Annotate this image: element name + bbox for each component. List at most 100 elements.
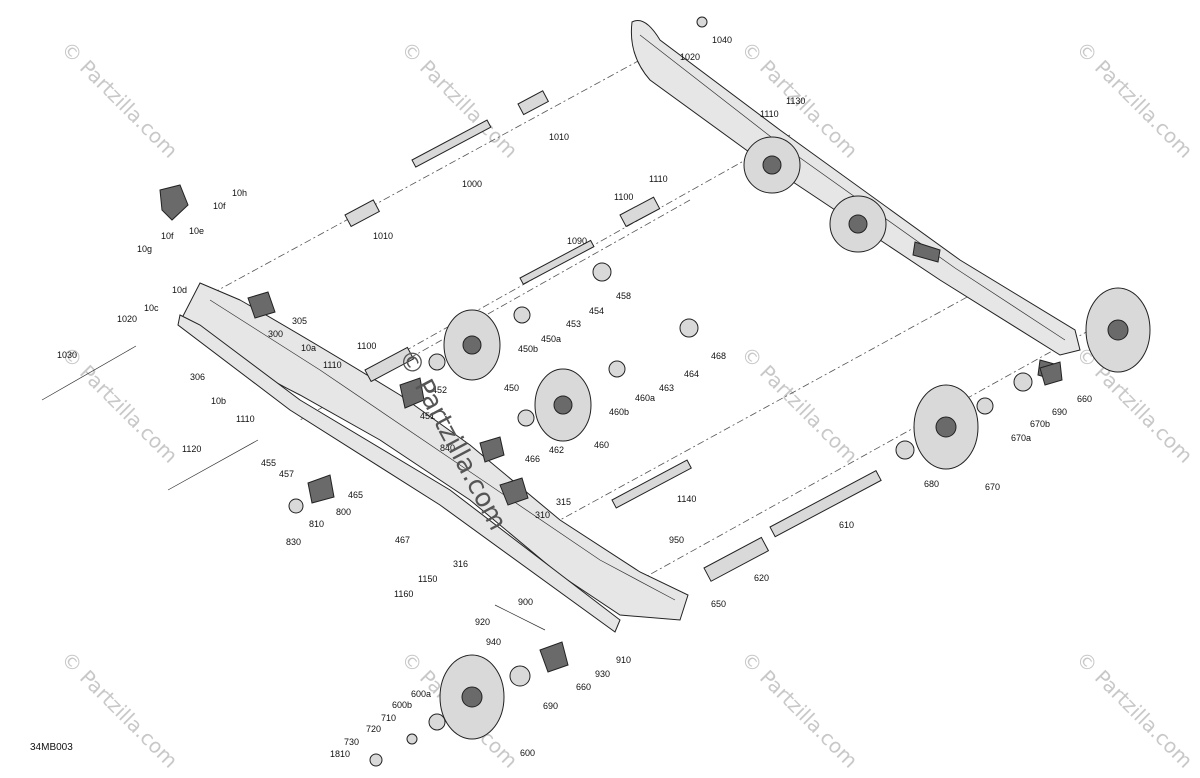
part-label: 930	[595, 669, 610, 679]
part-label: 1110	[323, 360, 342, 370]
part-label: 620	[754, 573, 769, 583]
shaft-1090	[519, 239, 595, 285]
part-label: 730	[344, 737, 359, 747]
part-label: 451	[420, 411, 435, 421]
watermark: © Partzilla.com	[56, 37, 182, 163]
part-label: 600b	[392, 700, 412, 710]
part-label: 457	[279, 469, 294, 479]
block-300	[247, 291, 276, 319]
part-label: 1160	[394, 589, 413, 599]
spacer-1100	[364, 346, 415, 383]
part-label: 10e	[189, 226, 204, 236]
small-parts	[41, 16, 1063, 767]
diagram-code: 34MB003	[30, 742, 73, 753]
bolt-920	[494, 604, 546, 631]
part-label: 455	[261, 458, 276, 468]
part-label: 720	[366, 724, 381, 734]
part-label: 1010	[549, 132, 569, 142]
block-800	[307, 474, 335, 504]
part-label: 1010	[373, 231, 393, 241]
watermark: © Partzilla.com	[56, 342, 182, 468]
part-label: 1040	[712, 35, 732, 45]
part-label: 680	[924, 479, 939, 489]
part-label: 453	[566, 319, 581, 329]
part-label: 467	[395, 535, 410, 545]
part-label: 10h	[232, 188, 247, 198]
part-label: 460b	[609, 407, 629, 417]
watermark: © Partzilla.com	[1071, 647, 1197, 773]
tube-1140	[611, 459, 692, 509]
slider-block-10e	[159, 184, 189, 221]
block-310	[499, 477, 529, 506]
part-label: 830	[286, 537, 301, 547]
part-label: 1130	[786, 96, 805, 106]
part-label: 316	[453, 559, 468, 569]
part-label: 10c	[144, 303, 159, 313]
spacer-1100	[619, 196, 661, 228]
part-label: 464	[684, 369, 699, 379]
part-label: 468	[711, 351, 726, 361]
part-label: 660	[1077, 394, 1092, 404]
part-label: 1120	[182, 444, 201, 454]
watermark: © Partzilla.com	[56, 647, 182, 773]
bolt-1120	[167, 439, 259, 491]
part-label: 690	[543, 701, 558, 711]
shaft-1000	[411, 119, 492, 168]
part-label: 940	[486, 637, 501, 647]
part-label: 450b	[518, 344, 538, 354]
part-label: 1110	[236, 414, 255, 424]
tube-610	[769, 469, 882, 538]
part-label: 462	[549, 445, 564, 455]
part-label: 710	[381, 713, 396, 723]
part-label: 306	[190, 372, 205, 382]
part-label: 1110	[760, 109, 779, 119]
part-label: 1030	[57, 350, 77, 360]
left-rail	[177, 282, 689, 633]
bolt-1030	[41, 345, 137, 401]
part-label: 466	[525, 454, 540, 464]
part-label: 910	[616, 655, 631, 665]
part-label: 452	[432, 385, 447, 395]
part-label: 450a	[541, 334, 561, 344]
part-label: 610	[839, 520, 854, 530]
part-label: 10f	[213, 201, 226, 211]
part-label: 1100	[614, 192, 633, 202]
arm-466	[479, 436, 505, 463]
part-label: 1100	[357, 341, 376, 351]
part-label: 10g	[137, 244, 152, 254]
part-label: 465	[348, 490, 363, 500]
part-label: 690	[1052, 407, 1067, 417]
part-label: 1810	[330, 749, 350, 759]
part-label: 810	[309, 519, 324, 529]
part-label: 10f	[161, 231, 174, 241]
part-label: 300	[268, 329, 283, 339]
part-label: 670a	[1011, 433, 1031, 443]
part-label: 670	[985, 482, 1000, 492]
part-label: 1140	[677, 494, 696, 504]
watermark: © Partzilla.com	[1071, 37, 1197, 163]
part-label: 10d	[172, 285, 187, 295]
part-label: 660	[576, 682, 591, 692]
part-label: 840	[440, 443, 455, 453]
watermark: © Partzilla.com	[736, 647, 862, 773]
part-label: 920	[475, 617, 490, 627]
spacer-1010	[517, 90, 550, 116]
part-labels: 1040 1020 1010 1000 1010 1130 1110 1100 …	[57, 35, 1092, 759]
assembly-lines	[199, 59, 1091, 581]
part-label: 315	[556, 497, 571, 507]
part-label: 800	[336, 507, 351, 517]
watermark: © Partzilla.com	[736, 342, 862, 468]
part-label: 950	[669, 535, 684, 545]
bracket-660	[539, 641, 569, 673]
wheels	[439, 136, 1151, 740]
part-label: 460	[594, 440, 609, 450]
part-label: 670b	[1030, 419, 1050, 429]
part-label: 600a	[411, 689, 431, 699]
part-label: 650	[711, 599, 726, 609]
spacer-620	[703, 536, 770, 582]
part-label: 454	[589, 306, 604, 316]
part-label: 10a	[301, 343, 316, 353]
part-label: 1020	[117, 314, 137, 324]
